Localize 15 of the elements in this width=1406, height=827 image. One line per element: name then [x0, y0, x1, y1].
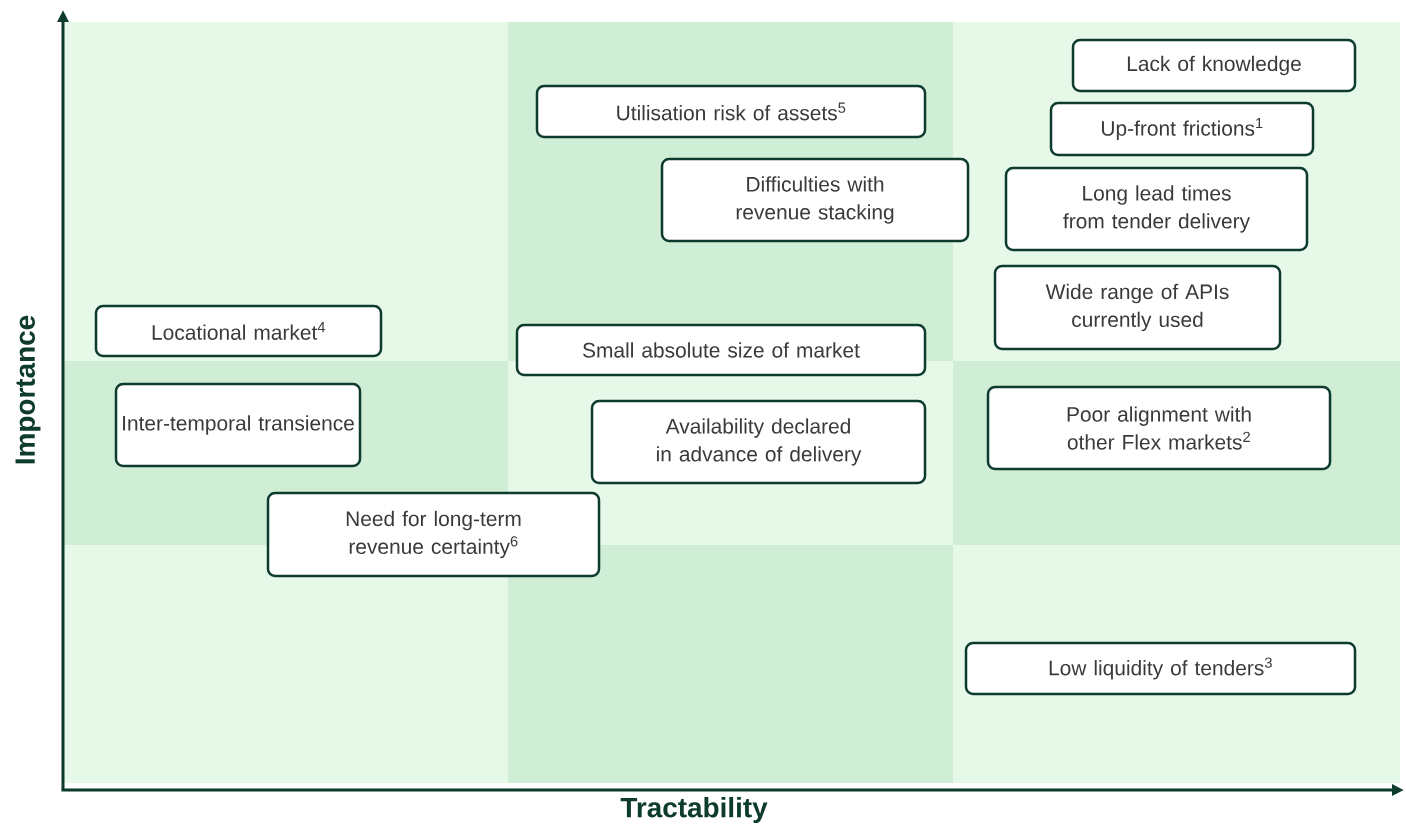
- text-box: Availability declared in advance of delivery: [590, 399, 927, 485]
- axis-label: Tractability: [620, 797, 768, 823]
- text-box: Difficulties with revenue stacking: [660, 157, 970, 243]
- text-box: Long lead times from tender delivery: [1004, 166, 1309, 252]
- text-box: Small absolute size of market: [515, 323, 927, 377]
- text-box: Low liquidity of tenders$^{3}$: [964, 641, 1357, 696]
- text-box: Lack of knowledge: [1071, 38, 1357, 93]
- text-box: Locational market$^{4}$: [94, 304, 383, 358]
- text-box: Poor alignment with other Flex markets$^{2}$: [986, 385, 1332, 471]
- text-box: Up-front frictions$^{1}$: [1049, 101, 1315, 157]
- text-box: Need for long-term revenue certainty$^{6}$: [266, 491, 601, 578]
- axis-label: Importance: [15, 315, 41, 464]
- text-box: Inter-temporal transience: [114, 382, 362, 468]
- text-box: Utilisation risk of assets$^{5}$: [535, 84, 927, 139]
- text-box: Wide range of APIs currently used: [993, 264, 1282, 351]
